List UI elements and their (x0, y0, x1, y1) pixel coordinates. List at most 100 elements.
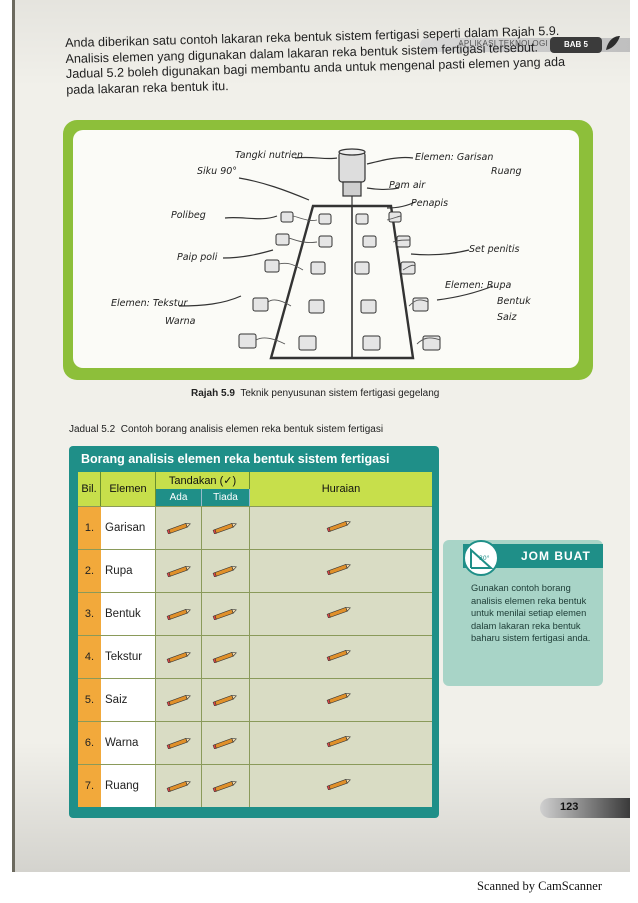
label-ruang: Ruang (491, 166, 522, 177)
table-row: 6.Warna (78, 721, 432, 764)
cell-huraian[interactable] (250, 765, 432, 807)
cell-huraian[interactable] (250, 679, 432, 721)
label-polibeg: Polibeg (171, 210, 206, 221)
row-elemen: Garisan (101, 507, 156, 549)
cell-tiada[interactable] (202, 507, 250, 549)
pencil-icon (212, 650, 238, 664)
fertigation-sketch (178, 148, 494, 360)
row-elemen: Tekstur (101, 636, 156, 678)
pencil-icon (166, 607, 192, 621)
header-tiada: Tiada (202, 489, 250, 506)
table-row: 2.Rupa (78, 549, 432, 592)
cell-huraian[interactable] (250, 636, 432, 678)
table-caption-text: Contoh borang analisis elemen reka bentu… (120, 424, 384, 435)
cell-ada[interactable] (156, 722, 202, 764)
table-row: 1.Garisan (78, 506, 432, 549)
cell-tiada[interactable] (202, 679, 250, 721)
label-garisan: Elemen: Garisan (415, 152, 494, 163)
header-bil: Bil. (78, 472, 101, 506)
set-square-label: 30° (479, 555, 490, 562)
row-elemen: Ruang (101, 765, 156, 807)
cell-tiada[interactable] (202, 636, 250, 678)
leaf-icon (606, 36, 620, 50)
pencil-icon (212, 521, 238, 535)
label-tekstur: Elemen: Tekstur (111, 298, 188, 309)
pencil-icon (166, 779, 192, 793)
pencil-icon (212, 607, 238, 621)
cell-huraian[interactable] (250, 507, 432, 549)
row-number: 6. (78, 722, 101, 764)
cell-ada[interactable] (156, 593, 202, 635)
row-number: 5. (78, 679, 101, 721)
label-rupa: Elemen: Rupa (445, 280, 512, 291)
table-caption-number: Jadual 5.2 (69, 424, 116, 435)
label-siku: Siku 90° (197, 166, 238, 177)
row-number: 4. (78, 636, 101, 678)
label-warna: Warna (165, 316, 196, 327)
intro-paragraph: Anda diberikan satu contoh lakaran reka … (65, 23, 566, 97)
header-elemen: Elemen (101, 472, 156, 506)
table-row: 5.Saiz (78, 678, 432, 721)
set-square-icon: 30° (463, 540, 499, 576)
cell-ada[interactable] (156, 765, 202, 807)
sketch-panel: Tangki nutrien Siku 90° Polibeg Paip pol… (73, 130, 579, 368)
header-tandakan: Tandakan (✓) (156, 472, 250, 489)
pencil-icon (326, 734, 352, 748)
cell-huraian[interactable] (250, 722, 432, 764)
row-number: 3. (78, 593, 101, 635)
table-caption: Jadual 5.2 Contoh borang analisis elemen… (69, 424, 383, 435)
cell-tiada[interactable] (202, 593, 250, 635)
pencil-icon (326, 519, 352, 533)
cell-huraian[interactable] (250, 550, 432, 592)
pencil-icon (326, 562, 352, 576)
cell-tiada[interactable] (202, 765, 250, 807)
cell-tiada[interactable] (202, 722, 250, 764)
figure-caption-text: Teknik penyusunan sistem fertigasi gegel… (240, 388, 440, 399)
pencil-icon (166, 564, 192, 578)
label-paip: Paip poli (177, 252, 218, 263)
header-ada: Ada (156, 489, 202, 506)
page-number-tab: 123 (540, 798, 630, 818)
row-elemen: Warna (101, 722, 156, 764)
row-elemen: Rupa (101, 550, 156, 592)
pencil-icon (212, 779, 238, 793)
pencil-icon (326, 777, 352, 791)
pencil-icon (166, 693, 192, 707)
table-body: Bil. Elemen Tandakan (✓) Ada Tiada Hurai… (78, 472, 432, 812)
analysis-form-table: Borang analisis elemen reka bentuk siste… (69, 446, 439, 818)
pencil-icon (166, 521, 192, 535)
cell-ada[interactable] (156, 636, 202, 678)
row-elemen: Bentuk (101, 593, 156, 635)
header-huraian: Huraian (250, 472, 432, 506)
figure-caption-number: Rajah 5.9 (191, 388, 235, 399)
label-bentuk: Bentuk (497, 296, 531, 307)
cell-huraian[interactable] (250, 593, 432, 635)
cell-ada[interactable] (156, 679, 202, 721)
pencil-icon (166, 650, 192, 664)
table-row: 3.Bentuk (78, 592, 432, 635)
table-row: 7.Ruang (78, 764, 432, 807)
figure-5-9: Tangki nutrien Siku 90° Polibeg Paip pol… (63, 120, 593, 380)
pencil-icon (326, 648, 352, 662)
pencil-icon (326, 605, 352, 619)
header-section: APLIKASI TEKNOLOGI (458, 39, 548, 48)
cell-ada[interactable] (156, 550, 202, 592)
cell-tiada[interactable] (202, 550, 250, 592)
jom-buat-text: Gunakan contoh borang analisis elemen re… (471, 583, 591, 643)
figure-caption: Rajah 5.9 Teknik penyusunan sistem ferti… (191, 388, 439, 399)
scanner-watermark: Scanned by CamScanner (477, 879, 602, 893)
label-pam: Pam air (389, 180, 426, 191)
table-row: 4.Tekstur (78, 635, 432, 678)
pencil-icon (166, 736, 192, 750)
page-number: 123 (560, 801, 579, 813)
label-penapis: Penapis (411, 198, 449, 209)
textbook-page: APLIKASI TEKNOLOGI BAB 5 Anda diberikan … (12, 0, 630, 872)
table-title: Borang analisis elemen reka bentuk siste… (81, 452, 390, 466)
chapter-tab: BAB 5 (550, 37, 602, 53)
pencil-icon (326, 691, 352, 705)
label-penitis: Set penitis (469, 244, 520, 255)
row-number: 1. (78, 507, 101, 549)
cell-ada[interactable] (156, 507, 202, 549)
pencil-icon (212, 736, 238, 750)
pencil-icon (212, 693, 238, 707)
